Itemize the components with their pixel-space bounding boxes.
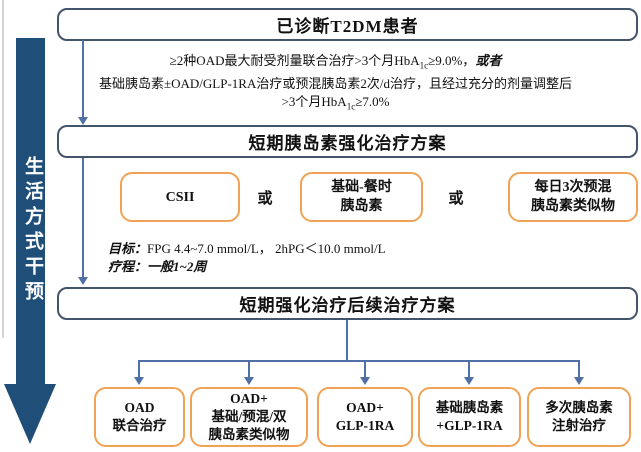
connector-line-2 xyxy=(82,158,84,279)
intensive-therapy-label: 短期胰岛素强化治疗方案 xyxy=(248,134,447,153)
option-basal-bolus: 基础-餐时 胰岛素 xyxy=(300,172,423,222)
arrow-down-icon xyxy=(78,277,88,285)
branch-crossbar xyxy=(138,360,580,362)
arrow-down-icon xyxy=(360,377,370,385)
arrow-down-icon xyxy=(134,377,144,385)
hba1c-subscript: 1c xyxy=(419,60,429,71)
followup-oad-basal-premix: OAD+ 基础/预混/双 胰岛素类似物 xyxy=(190,387,308,447)
diagnosed-t2dm-box: 已诊断T2DM患者 xyxy=(57,8,638,41)
branch-stub-1 xyxy=(138,360,140,378)
goal-text: 目标：FPG 4.4~7.0 mmol/L， 2hPG＜10.0 mmol/L … xyxy=(108,240,386,276)
lifestyle-arrow-head xyxy=(4,384,56,444)
diagnosed-t2dm-label: 已诊断T2DM患者 xyxy=(276,17,419,36)
option-csii: CSII xyxy=(120,172,240,222)
goal-line: 目标：FPG 4.4~7.0 mmol/L， 2hPG＜10.0 mmol/L xyxy=(108,241,386,256)
branch-stub-3 xyxy=(364,360,366,378)
branch-stub-4 xyxy=(468,360,470,378)
criteria-line-2: 基础胰岛素±OAD/GLP-1RA治疗或预混胰岛素2次/d治疗，且经过充分的剂量… xyxy=(99,75,572,91)
or-label-1: 或 xyxy=(257,191,273,207)
arrow-down-icon xyxy=(78,117,88,125)
followup-oad-combo: OAD 联合治疗 xyxy=(94,387,185,447)
arrow-down-icon xyxy=(244,377,254,385)
criteria-line-3: >3个月HbA1c≥7.0% xyxy=(281,93,390,112)
lifestyle-arrow-shaft xyxy=(16,38,45,385)
branch-stem xyxy=(346,320,348,362)
or-else-emphasis: 或者 xyxy=(475,53,502,68)
arrow-down-icon xyxy=(574,377,584,385)
criteria-line-1: ≥2种OAD最大耐受剂量联合治疗>3个月HbA1c≥9.0%，或者 xyxy=(169,53,502,71)
followup-basal-glp1ra: 基础胰岛素 +GLP-1RA xyxy=(418,387,521,447)
followup-therapy-box: 短期强化治疗后续治疗方案 xyxy=(57,287,638,320)
connector-line-1 xyxy=(82,40,84,119)
criteria-text: ≥2种OAD最大耐受剂量联合治疗>3个月HbA1c≥9.0%，或者 基础胰岛素±… xyxy=(30,52,641,115)
intensive-therapy-box: 短期胰岛素强化治疗方案 xyxy=(57,125,638,158)
hba1c-subscript: 1c xyxy=(346,101,356,112)
arrow-down-icon xyxy=(464,377,474,385)
left-edge-line xyxy=(2,0,4,338)
option-premix-tid: 每日3次预混 胰岛素类似物 xyxy=(508,172,638,222)
lifestyle-intervention-label: 生活方式干预 xyxy=(22,156,43,306)
branch-stub-5 xyxy=(578,360,580,378)
followup-therapy-label: 短期强化治疗后续治疗方案 xyxy=(239,296,456,315)
followup-multi-injection: 多次胰岛素 注射治疗 xyxy=(527,387,631,447)
branch-stub-2 xyxy=(248,360,250,378)
or-label-2: 或 xyxy=(448,191,464,207)
followup-oad-glp1ra: OAD+ GLP-1RA xyxy=(317,387,413,447)
duration-line: 疗程：一般1~2周 xyxy=(108,259,207,274)
